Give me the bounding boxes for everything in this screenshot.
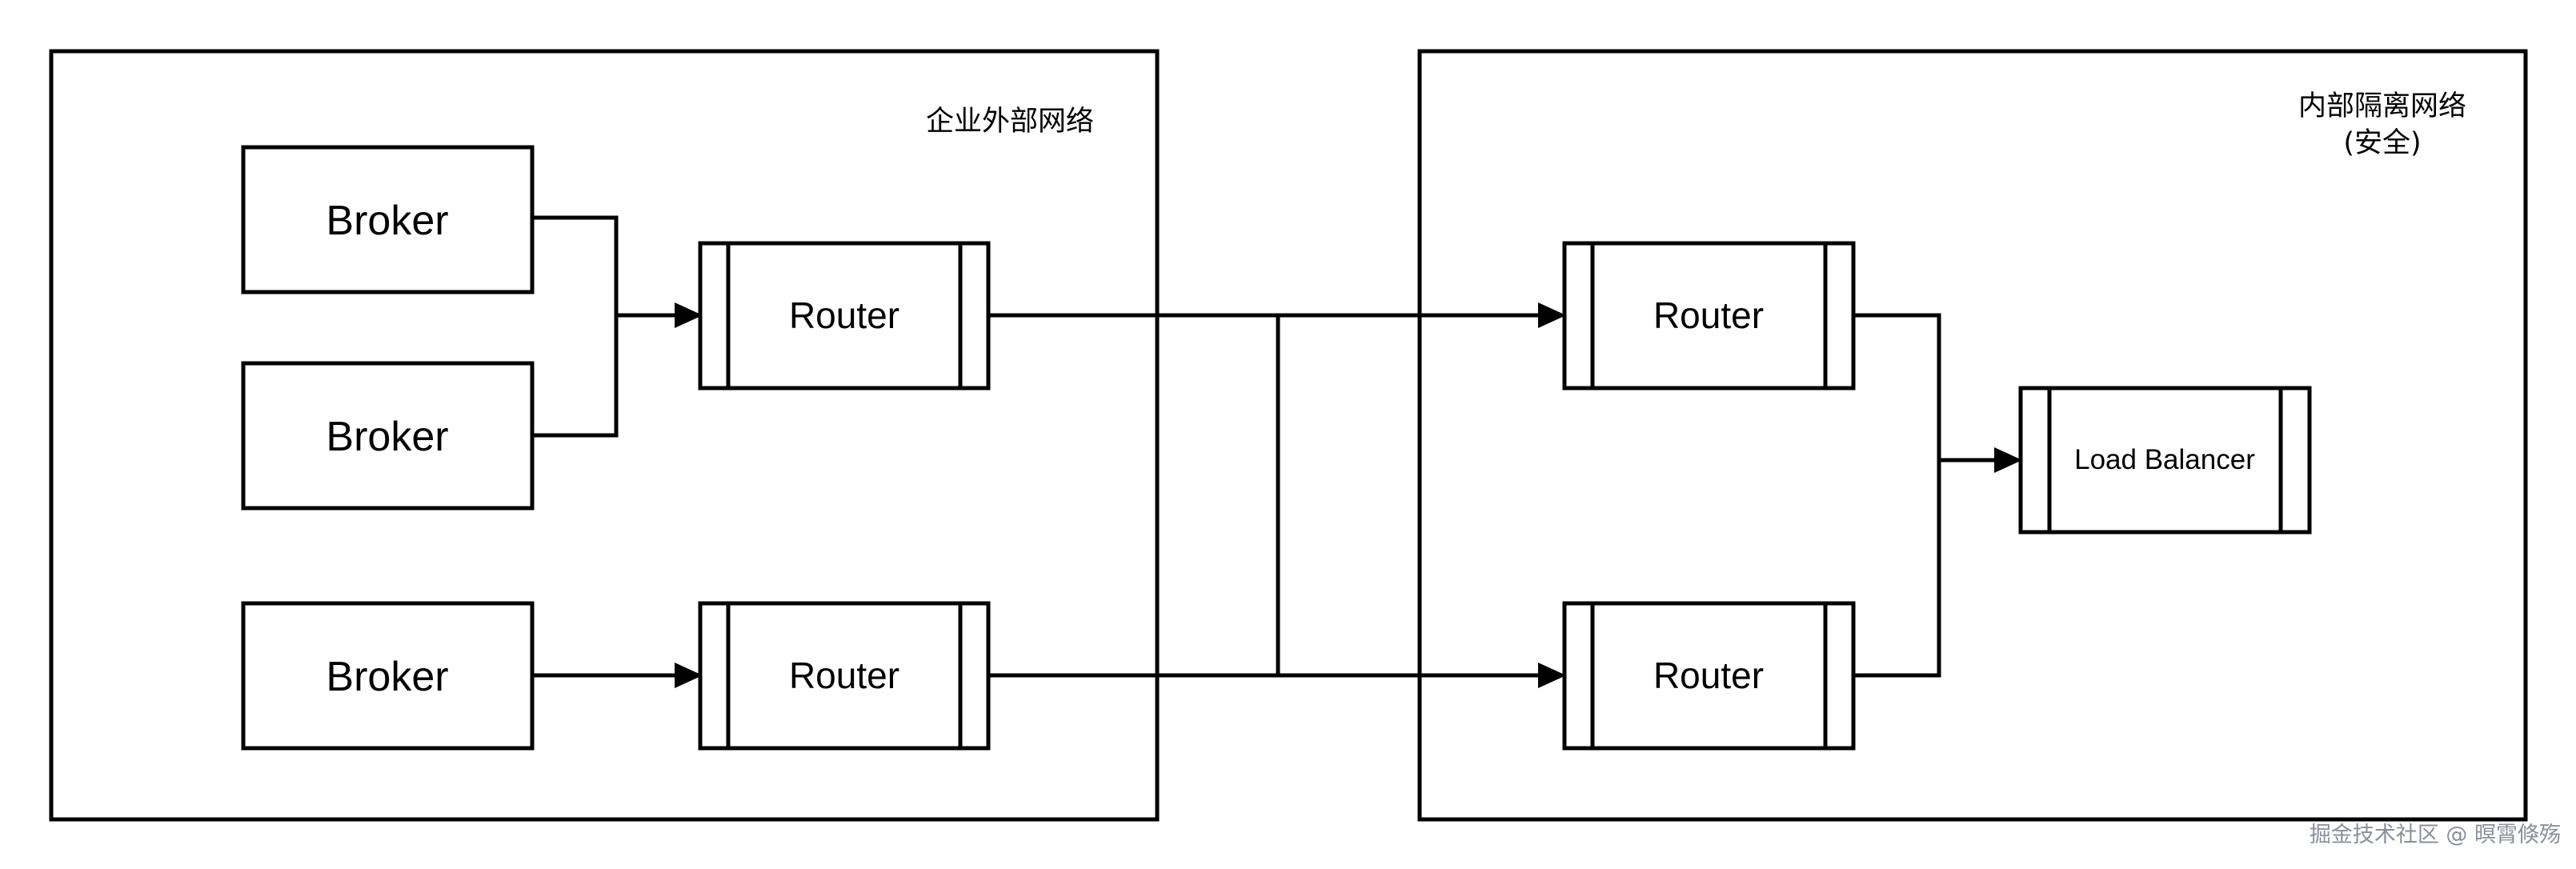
zone-internal-label-line1: 内部隔离网络 bbox=[2298, 90, 2466, 122]
arrowhead-router-int-1 bbox=[1538, 302, 1566, 328]
node-router-ext-1-label: Router bbox=[789, 294, 899, 336]
zone-internal-label-line2: (安全) bbox=[2343, 127, 2421, 159]
node-router-ext-2-label: Router bbox=[789, 655, 899, 696]
node-broker-3: Broker bbox=[241, 601, 535, 751]
node-broker-2-label: Broker bbox=[326, 414, 448, 460]
node-router-int-2-label: Router bbox=[1653, 655, 1764, 696]
node-load-balancer: Load Balancer bbox=[2018, 386, 2312, 535]
arrowhead-router-int-2 bbox=[1538, 663, 1566, 688]
node-router-int-2: Router bbox=[1562, 601, 1856, 751]
node-broker-3-label: Broker bbox=[326, 654, 448, 700]
node-broker-2: Broker bbox=[241, 361, 535, 511]
edge-broker1-router1 bbox=[532, 215, 619, 315]
connectors bbox=[532, 215, 2022, 688]
arrowhead-router-ext-1 bbox=[675, 302, 703, 328]
node-router-int-1: Router bbox=[1562, 241, 1856, 390]
watermark-text: 掘金技术社区 @ 暝霄倏殇 bbox=[2310, 823, 2561, 847]
node-router-ext-1: Router bbox=[698, 241, 991, 390]
node-router-int-1-label: Router bbox=[1653, 294, 1764, 336]
edge-broker2-router1 bbox=[532, 315, 619, 438]
edge-router-int1-lb bbox=[1853, 313, 1941, 460]
node-router-ext-2: Router bbox=[698, 601, 991, 751]
node-broker-1: Broker bbox=[241, 145, 535, 294]
node-broker-1-label: Broker bbox=[326, 198, 448, 244]
arrowhead-router-ext-2 bbox=[675, 663, 703, 688]
node-load-balancer-label: Load Balancer bbox=[2074, 444, 2255, 475]
arrowhead-load-balancer bbox=[1994, 447, 2022, 473]
edge-router-int2-lb bbox=[1853, 460, 1941, 678]
zone-external-label: 企业外部网络 bbox=[926, 106, 1094, 138]
